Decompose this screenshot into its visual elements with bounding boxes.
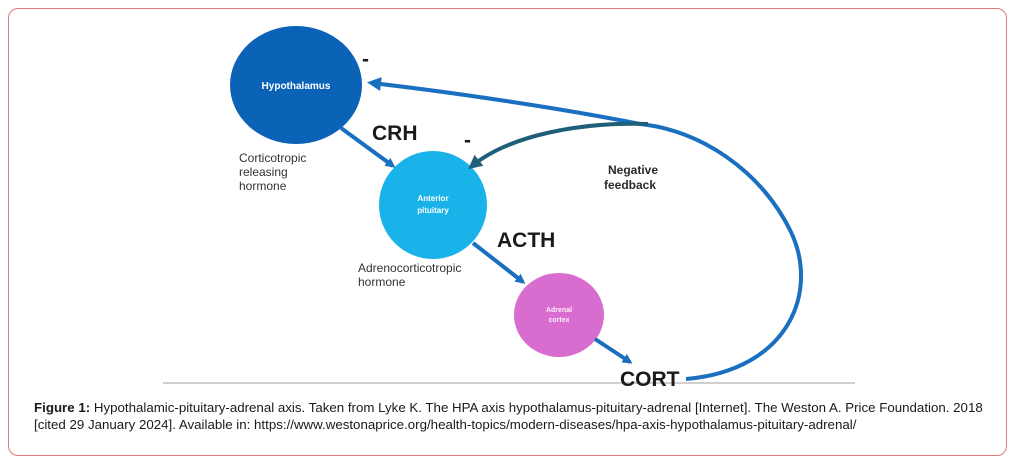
negative-feedback-loop (367, 77, 804, 381)
figure-caption: Figure 1: Hypothalamic-pituitary-adrenal… (34, 399, 992, 433)
inhibition-sign-pituitary: - (464, 129, 471, 152)
anterior-pituitary-label-line1: Anterior (417, 194, 448, 203)
cort-label: CORT (620, 368, 680, 391)
acth-full-line2: hormone (358, 275, 406, 289)
caption-text: Hypothalamic-pituitary-adrenal axis. Tak… (34, 400, 983, 432)
anterior-pituitary-node: Anterior pituitary (379, 151, 487, 259)
hypothalamus-node: Hypothalamus (230, 26, 362, 144)
adrenal-cortex-label-line1: Adrenal (546, 307, 572, 314)
crh-arrow (339, 126, 396, 168)
caption-label: Figure 1: (34, 400, 91, 415)
crh-full-line1: Corticotropic (239, 151, 306, 165)
acth-label: ACTH (497, 229, 555, 252)
anterior-pituitary-label-line2: pituitary (417, 206, 449, 215)
adrenal-cortex-label-line2: cortex (548, 317, 569, 324)
negative-feedback-label-line1: Negative (608, 163, 658, 177)
figure-frame (8, 8, 1007, 456)
feedback-branch-to-pituitary (468, 121, 649, 170)
adrenal-cortex-node: Adrenal cortex (514, 273, 604, 357)
inhibition-sign-hypothalamus: - (362, 48, 369, 71)
crh-full-line2: releasing (239, 165, 288, 179)
hypothalamus-label: Hypothalamus (262, 81, 331, 92)
cort-arrow (593, 337, 633, 364)
acth-arrow (471, 241, 526, 284)
negative-feedback-label-line2: feedback (604, 178, 656, 192)
crh-full-line3: hormone (239, 179, 287, 193)
crh-label: CRH (372, 122, 418, 145)
acth-full-line1: Adrenocorticotropic (358, 261, 461, 275)
